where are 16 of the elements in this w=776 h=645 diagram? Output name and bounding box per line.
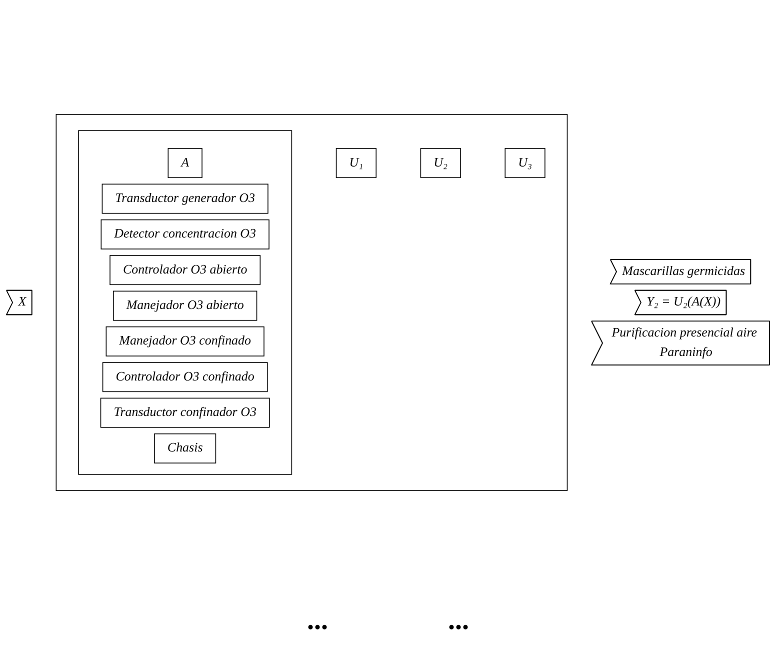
- node-box: Detector concentracion O3: [100, 219, 270, 250]
- cluster: [56, 114, 568, 491]
- node-box: A: [168, 148, 202, 178]
- node-box: Manejador O3 confinado: [106, 326, 264, 356]
- ellipsis-label: ...: [307, 605, 328, 638]
- node-box: Transductor confinador O3: [100, 398, 270, 428]
- node-box: Controlador O3 confinado: [102, 362, 268, 392]
- node-box: Controlador O3 abierto: [110, 255, 261, 286]
- node-box: Chasis: [154, 433, 216, 464]
- node-box: Manejador O3 abierto: [112, 290, 258, 321]
- node-box: Transductor generador O3: [102, 184, 268, 214]
- ellipsis-label: ...: [448, 605, 469, 638]
- cluster: [78, 130, 292, 475]
- node-box: U₃: [504, 148, 546, 178]
- node-box: U₂: [420, 148, 461, 178]
- node-box: U₁: [336, 148, 377, 178]
